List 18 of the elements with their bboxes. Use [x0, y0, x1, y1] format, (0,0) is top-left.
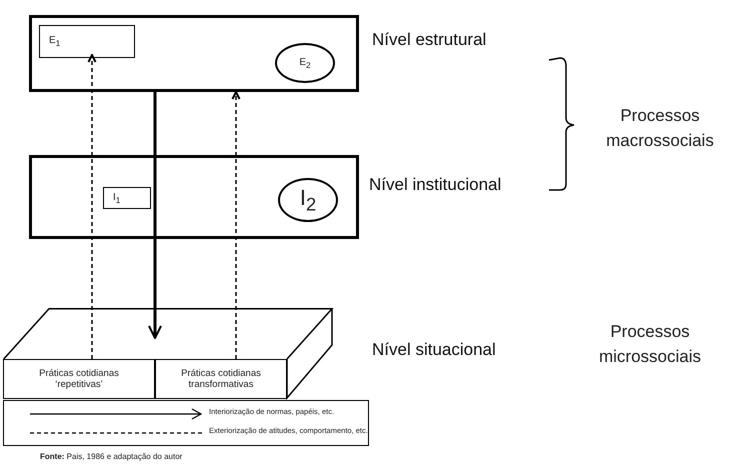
- element-ellipse: I$_{2}$: [278, 178, 338, 222]
- level-box: [29, 15, 359, 92]
- level-label: Nível institucional: [369, 175, 502, 195]
- arrow: [148, 92, 162, 339]
- element-box: I$_{1}$: [103, 187, 151, 209]
- arrow: [88, 54, 96, 359]
- practice-cell: Práticas cotidianas ‘repetitivas’: [3, 359, 155, 399]
- arrow: [232, 91, 240, 359]
- process-label: Processos microssociais: [598, 321, 702, 368]
- level-label: Nível situacional: [372, 340, 497, 360]
- level-box: [29, 155, 359, 239]
- slab-box: [3, 308, 333, 399]
- element-box: E$_{1}$: [39, 25, 135, 58]
- level-label: Nível estrutural: [372, 30, 488, 50]
- source-note: Fonte: Pais, 1986 e adaptação do autor: [40, 452, 182, 461]
- practice-cell: Práticas cotidianas transformativas: [155, 359, 287, 399]
- process-label: Processos macrossociais: [605, 105, 715, 152]
- element-ellipse: E$_{2}$: [275, 43, 335, 83]
